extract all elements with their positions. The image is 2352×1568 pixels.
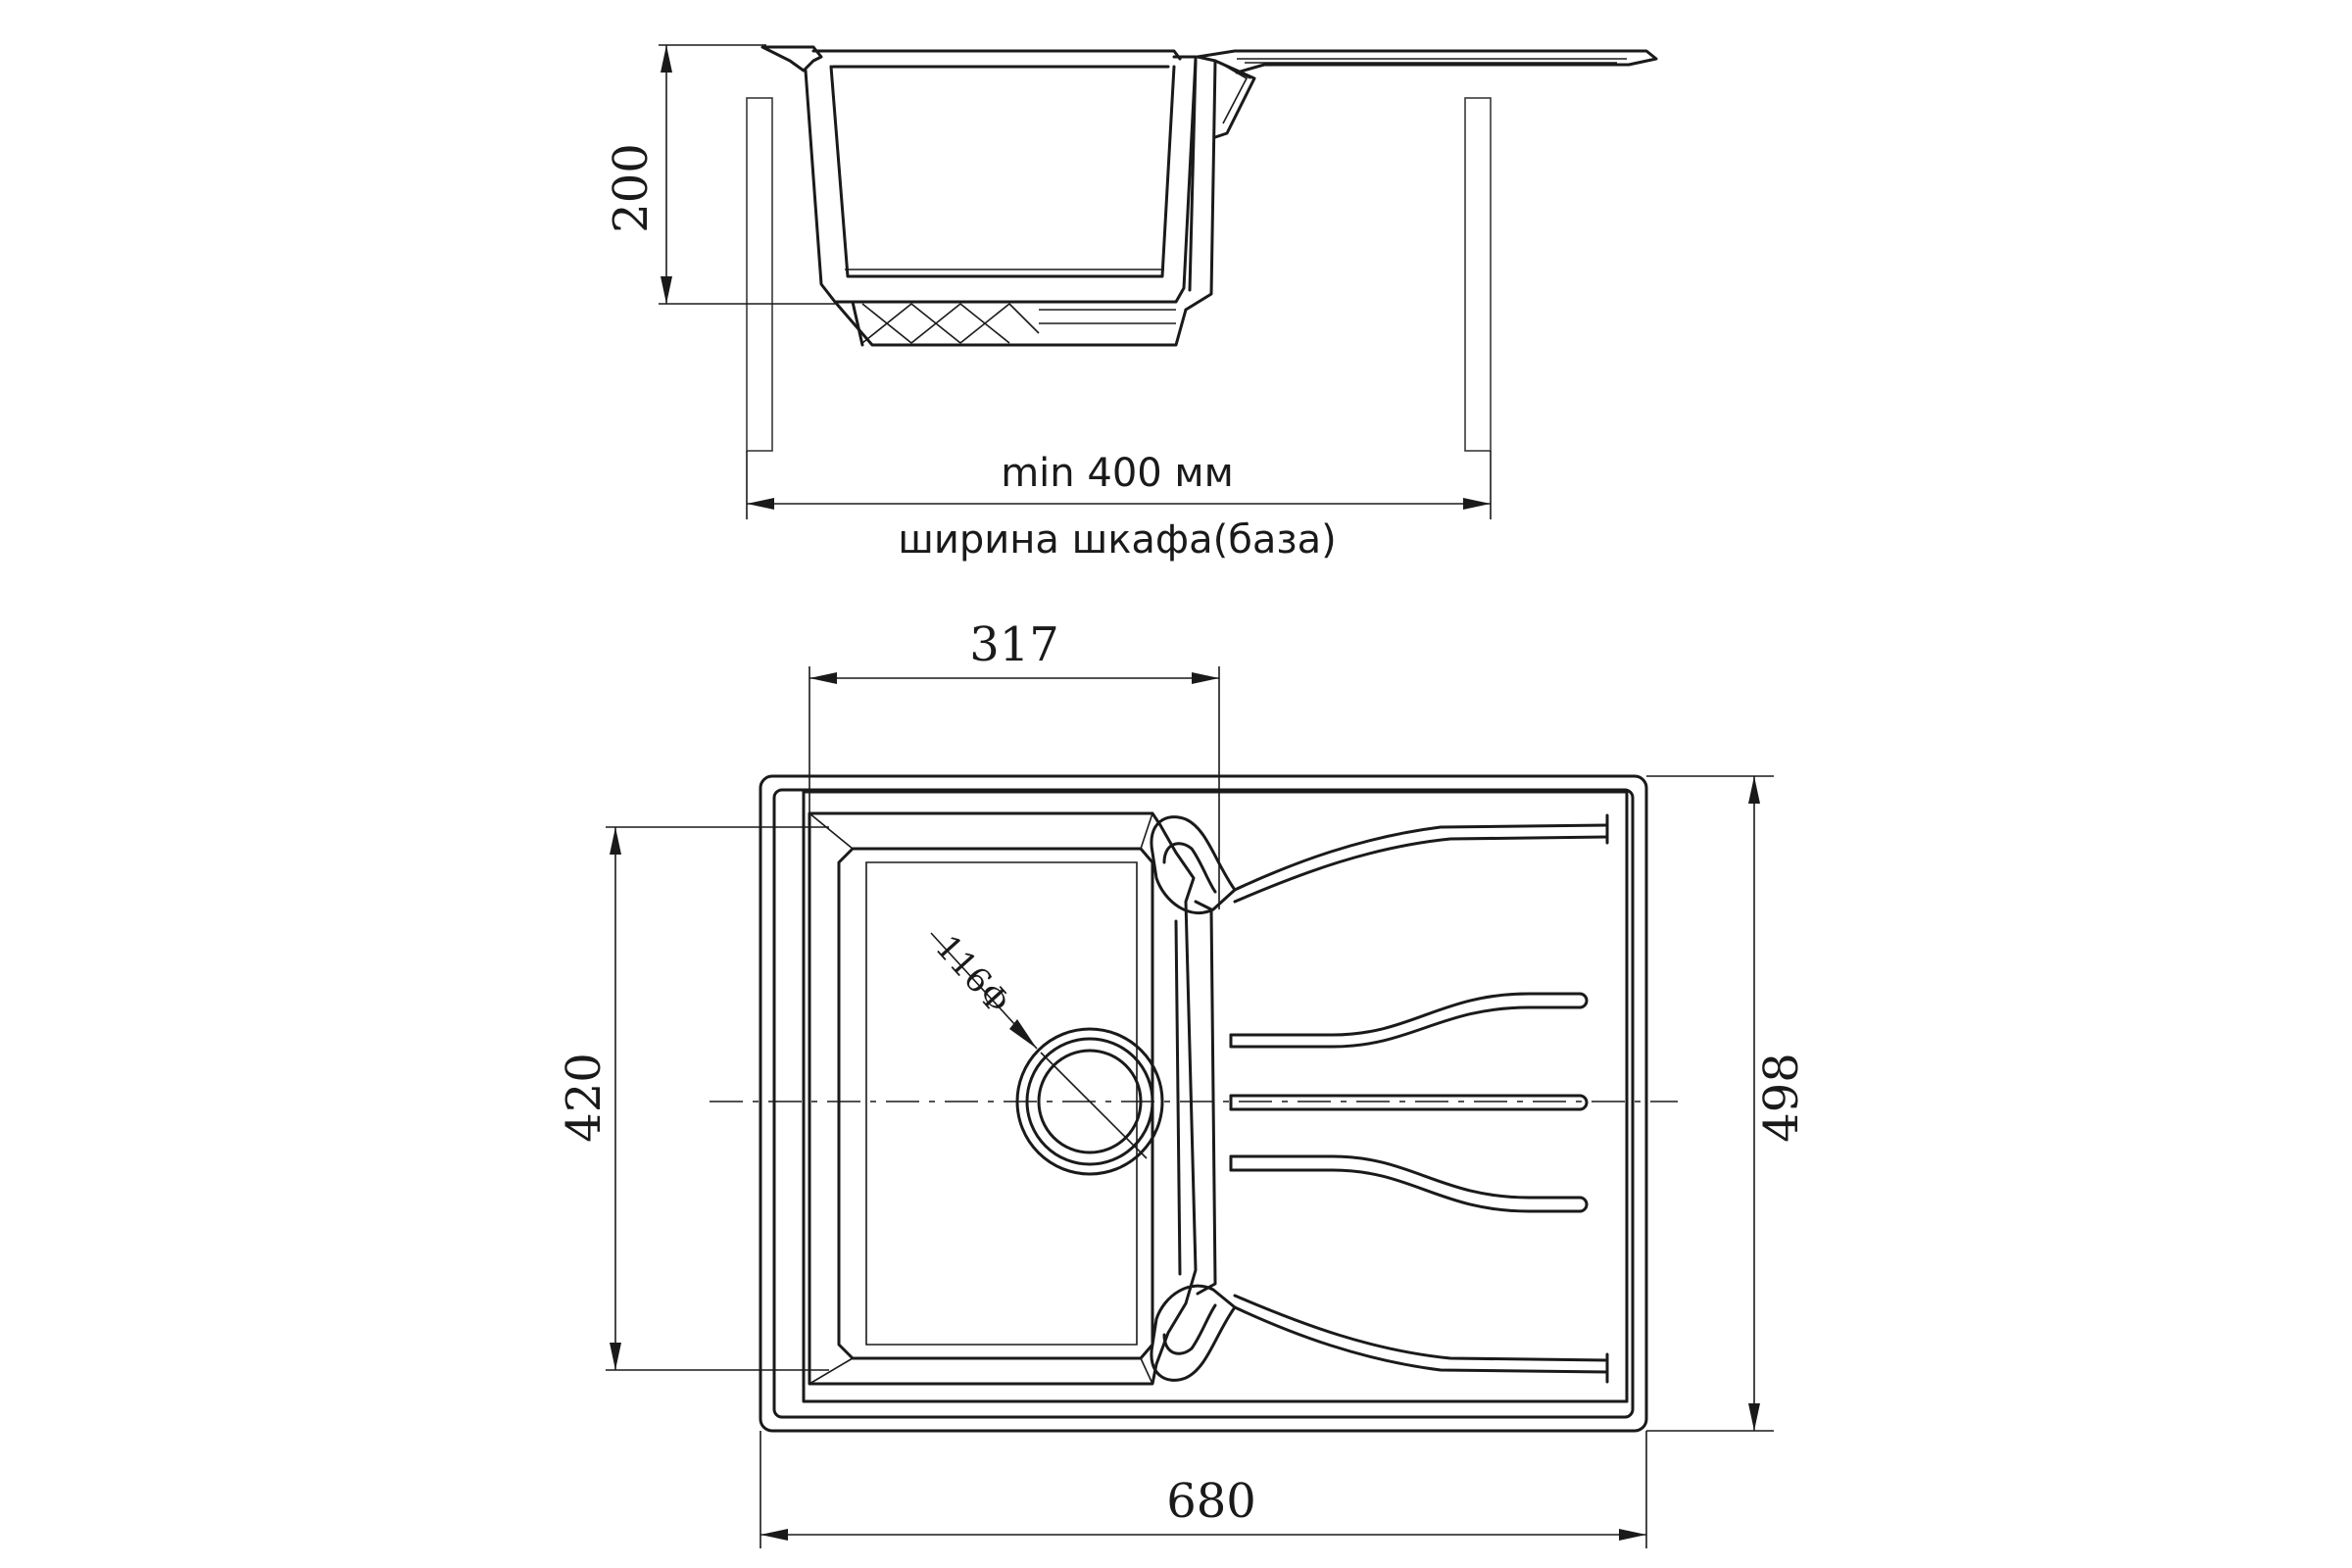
bowl-length-label: 420 (557, 1053, 612, 1143)
height-label: 200 (604, 143, 659, 233)
top-view: 116Φ 317 420 498 (557, 617, 1809, 1548)
overall-depth-label: 498 (1754, 1053, 1809, 1143)
side-view: 200 min 400 мм ширина шкафа(база) (604, 44, 1658, 563)
sink-inner-edge (772, 788, 1635, 1419)
dimension-bowl-width: 317 (808, 617, 1220, 909)
drainboard-rib-middle (1229, 1094, 1589, 1111)
bowl (802, 790, 1629, 1403)
bowl-width-label: 317 (969, 617, 1059, 672)
cabinet-width-label: ширина шкафа(база) (898, 517, 1337, 563)
cabinet-wall-right (1464, 97, 1492, 452)
corner-bosses (1150, 815, 1237, 1382)
underside-cross-bracing (861, 303, 1176, 344)
cabinet-wall-left (746, 97, 773, 452)
drainboard-rib-upper (1229, 992, 1589, 1049)
overall-width-label: 680 (1166, 1474, 1256, 1529)
sink-outer-edge (759, 774, 1648, 1433)
dimension-bowl-length: 420 (557, 826, 829, 1371)
min-width-label: min 400 мм (1001, 451, 1234, 496)
dimension-overall-width: 680 (760, 1431, 1647, 1548)
drainboard-rib-lower (1229, 1154, 1589, 1213)
dimension-cabinet-width: min 400 мм ширина шкафа(база) (746, 451, 1492, 563)
drain-diameter-label: 116Φ (927, 928, 1017, 1022)
sink-side-profile (760, 45, 1658, 347)
drain: 116Φ (927, 928, 1164, 1176)
drainboard (1229, 813, 1609, 1384)
dimension-height: 200 (604, 44, 835, 305)
dimension-overall-depth: 498 (1646, 775, 1809, 1432)
